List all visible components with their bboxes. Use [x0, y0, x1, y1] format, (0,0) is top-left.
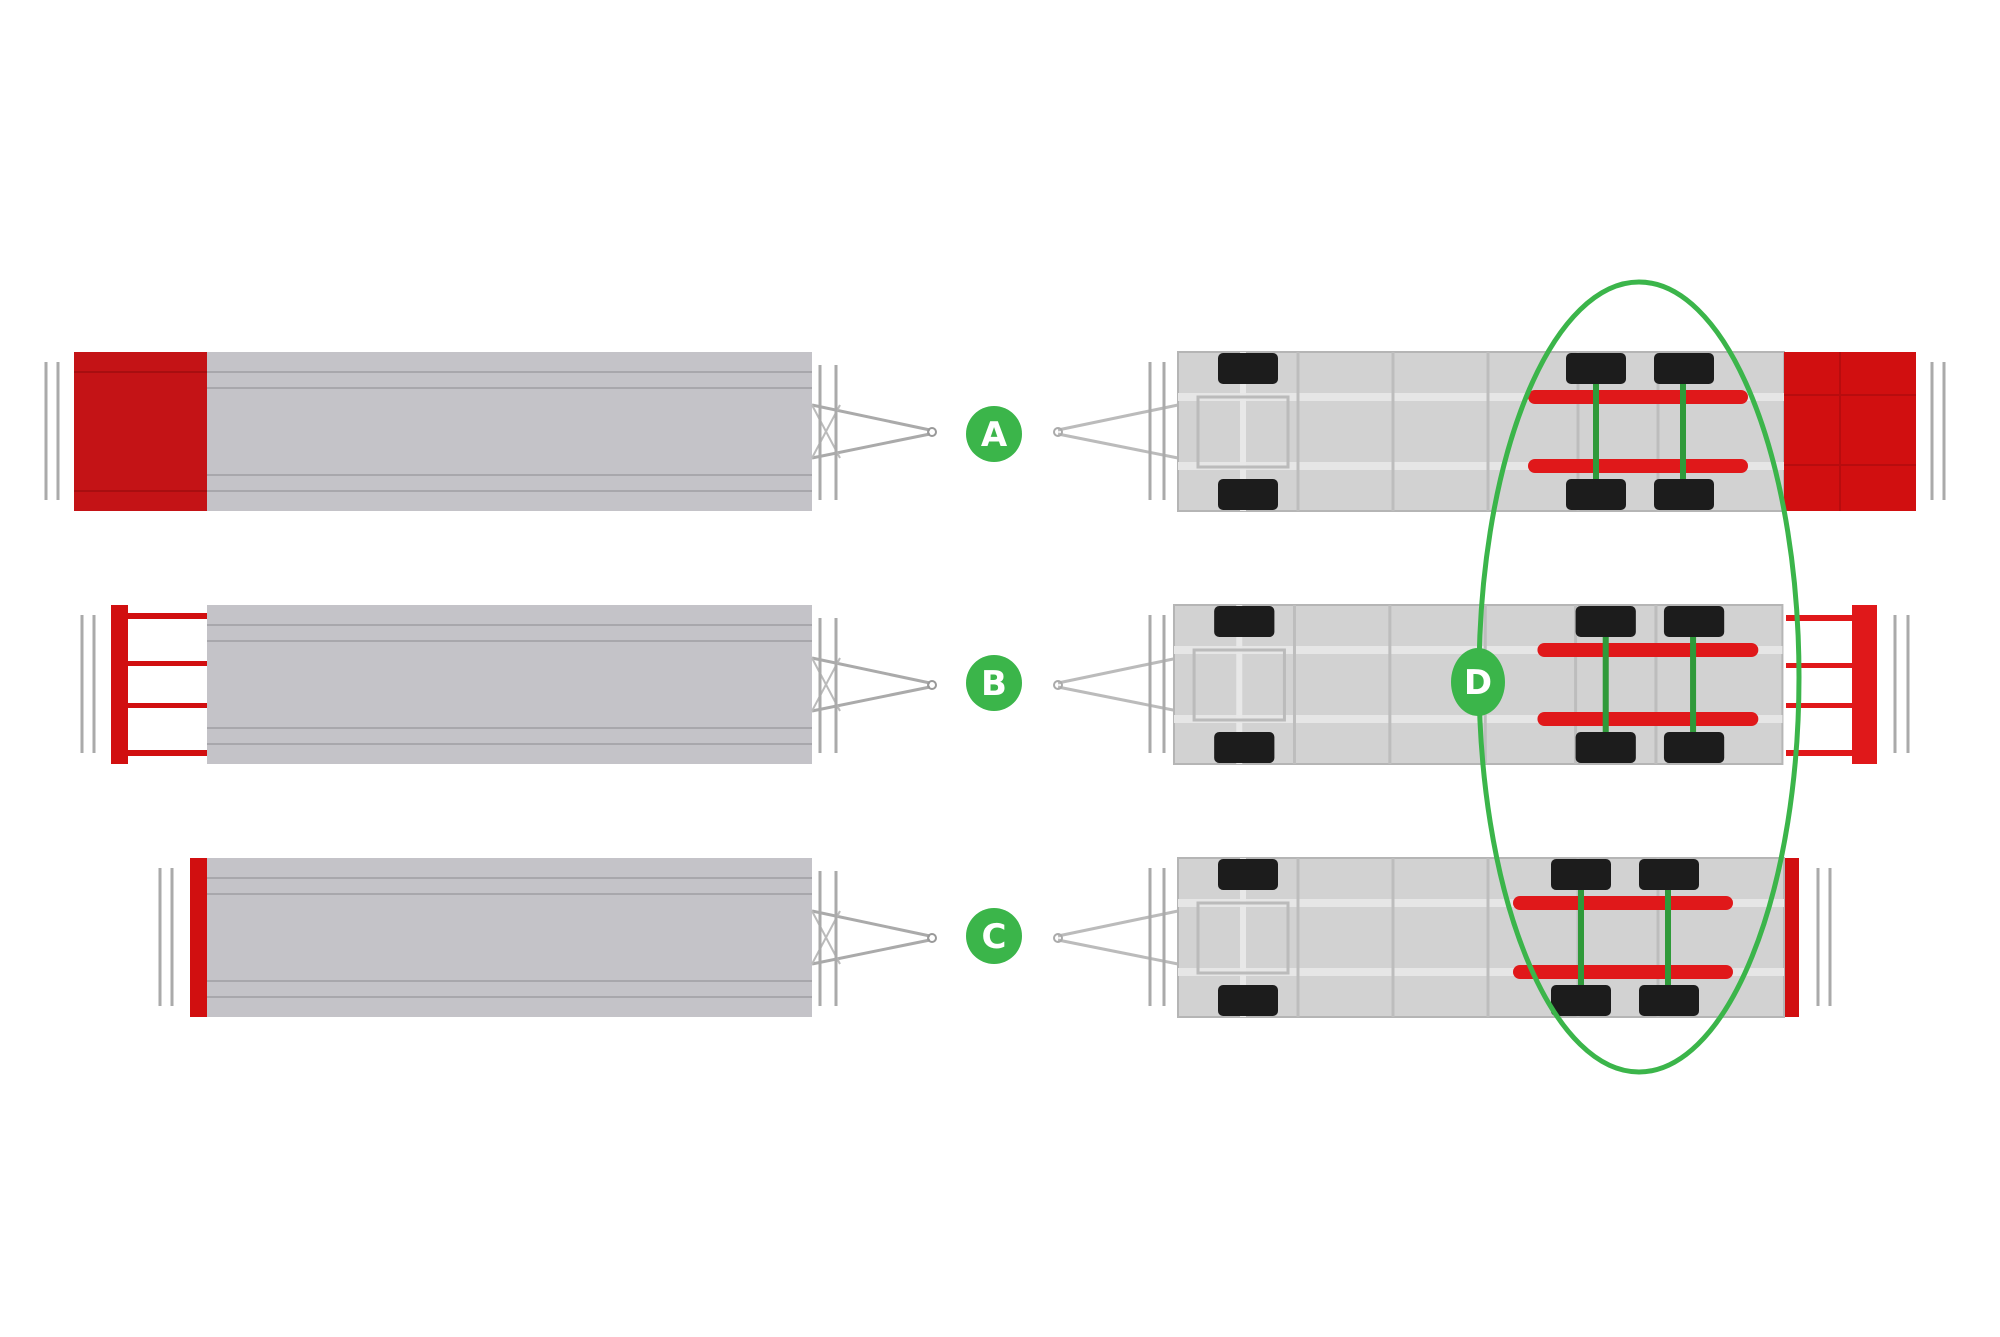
label-d: D	[1451, 648, 1505, 716]
trailer-c-top-view	[158, 858, 938, 1017]
red-frame-extension	[1852, 605, 1877, 764]
label-a: A	[966, 406, 1022, 462]
deck	[207, 605, 812, 764]
red-end-plate	[190, 858, 207, 1017]
label-c: C	[966, 908, 1022, 964]
red-deck-extension	[1784, 352, 1916, 511]
deck	[207, 352, 812, 511]
red-frame-extension	[111, 605, 128, 764]
deck	[207, 858, 812, 1017]
trailer-b-underside-view	[1052, 605, 1910, 764]
label-b: B	[966, 655, 1022, 711]
red-deck-extension	[74, 352, 207, 511]
label-b-text: B	[981, 664, 1007, 704]
trailer-c-underside-view	[1052, 858, 1832, 1017]
label-c-text: C	[982, 917, 1007, 957]
red-end-plate	[1785, 858, 1799, 1017]
trailer-b-top-view	[80, 605, 938, 764]
label-d-text: D	[1464, 663, 1492, 703]
label-a-text: A	[981, 415, 1008, 455]
trailer-a-top-view	[44, 352, 938, 511]
trailer-a-underside-view	[1052, 352, 1946, 511]
